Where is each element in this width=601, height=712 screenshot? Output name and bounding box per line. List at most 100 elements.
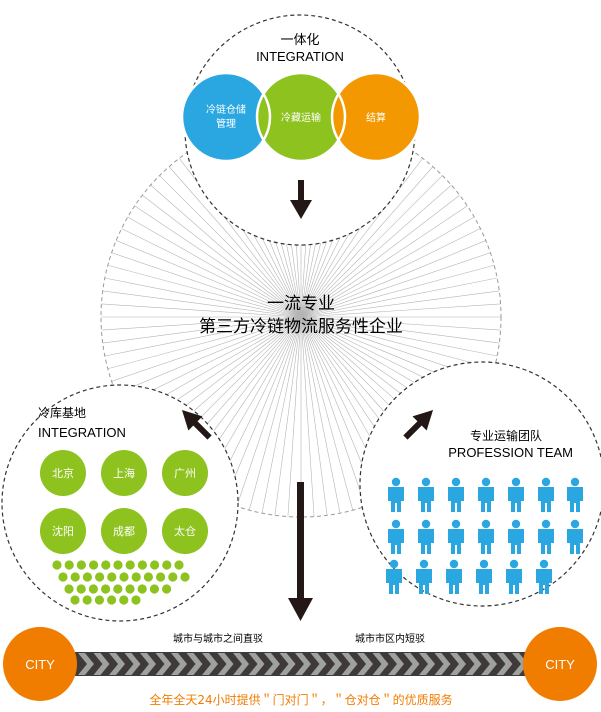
warehouse-dot <box>64 560 74 570</box>
warehouse-dot <box>150 560 160 570</box>
route-chevron <box>310 653 327 675</box>
warehouse-dot <box>149 584 159 594</box>
ray-line <box>300 240 486 318</box>
warehouse-dot <box>89 560 99 570</box>
person-body <box>508 529 524 554</box>
route-chevron <box>202 653 218 675</box>
warehouse-dot <box>125 560 135 570</box>
warehouse-dot <box>143 572 153 582</box>
urban-label: 城市市区内短驳 <box>355 632 425 645</box>
left-diagonal-arrow <box>181 409 212 440</box>
ray-line <box>300 316 315 517</box>
person-icon <box>567 519 583 554</box>
left-title-en: INTEGRATION <box>38 425 126 440</box>
ray-line <box>261 316 302 514</box>
person-body <box>538 487 554 512</box>
person-head <box>451 477 461 487</box>
ray-line <box>142 195 302 318</box>
warehouse-dot <box>168 572 178 582</box>
ray-line <box>274 316 302 516</box>
ray-line <box>300 316 354 511</box>
ray-line <box>107 316 302 370</box>
person-body <box>446 569 462 594</box>
person-icon <box>448 519 464 554</box>
city-label: 沈阳 <box>52 524 74 538</box>
city-circles <box>40 450 208 554</box>
city-circle-beijing <box>40 450 86 496</box>
person-body <box>506 569 522 594</box>
ray-line <box>300 316 501 331</box>
ray-line <box>300 195 460 318</box>
person-body <box>386 569 402 594</box>
right-diagonal-arrow <box>403 409 434 440</box>
person-body <box>508 487 524 512</box>
person-icon <box>508 519 524 554</box>
route-chevron <box>171 653 187 675</box>
route-chevron <box>93 653 110 675</box>
warehouse-label-line1: 冷链仓储 <box>206 103 246 116</box>
ray-line <box>116 240 302 318</box>
city-circle-shanghai <box>101 450 147 496</box>
person-icon <box>506 559 522 594</box>
person-head <box>509 559 519 569</box>
warehouse-dot <box>101 584 111 594</box>
route-chevron <box>419 653 435 675</box>
cold-transport-circle <box>257 73 345 161</box>
person-body <box>418 529 434 554</box>
city-circle-taicang <box>162 508 208 554</box>
person-body <box>388 529 404 554</box>
ray-line <box>127 216 302 318</box>
person-body <box>448 529 464 554</box>
person-head <box>541 477 551 487</box>
warehouse-dot <box>131 572 141 582</box>
ray-line <box>300 290 500 318</box>
warehouse-dot <box>119 595 129 605</box>
person-body <box>388 487 404 512</box>
ray-line <box>300 252 491 318</box>
route-chevron <box>450 653 466 675</box>
ray-line <box>248 316 302 511</box>
warehouse-dot <box>156 572 166 582</box>
ray-line <box>300 158 423 318</box>
warehouse-dot <box>101 560 111 570</box>
person-body <box>448 487 464 512</box>
person-body <box>538 529 554 554</box>
team-people <box>386 477 583 594</box>
center-line1: 一流专业 <box>267 294 335 314</box>
person-icon <box>538 477 554 512</box>
person-body <box>418 487 434 512</box>
route-chevron <box>248 653 265 675</box>
main-down-arrow <box>288 482 313 621</box>
person-icon <box>446 559 462 594</box>
top-down-arrow <box>290 180 312 219</box>
person-head <box>421 477 431 487</box>
ray-line <box>300 316 328 516</box>
route-chevron <box>295 653 311 675</box>
person-head <box>449 559 459 569</box>
circle-outline <box>180 71 272 163</box>
warehouse-dot <box>70 595 80 605</box>
person-icon <box>476 559 492 594</box>
warehouse-dot <box>94 595 104 605</box>
warehouse-dot <box>107 572 117 582</box>
center-line2: 第三方冷链物流服务性企业 <box>199 317 403 337</box>
ray-line <box>300 316 495 370</box>
intercity-label: 城市与城市之间直驳 <box>173 632 263 645</box>
ray-line <box>150 184 302 318</box>
route-chevron <box>403 653 420 675</box>
ray-line <box>300 205 468 318</box>
ray-line <box>300 316 366 507</box>
warehouse-dot <box>88 584 98 594</box>
person-head <box>570 519 580 529</box>
person-head <box>389 559 399 569</box>
ray-line <box>107 264 302 318</box>
city-label: 广州 <box>174 467 196 480</box>
ray-line <box>300 277 498 318</box>
person-head <box>511 519 521 529</box>
person-head <box>419 559 429 569</box>
warehouse-dot <box>113 584 123 594</box>
warehouse-dot <box>58 572 68 582</box>
person-head <box>481 477 491 487</box>
route-chevrons <box>78 653 528 675</box>
route-chevron <box>326 653 342 675</box>
